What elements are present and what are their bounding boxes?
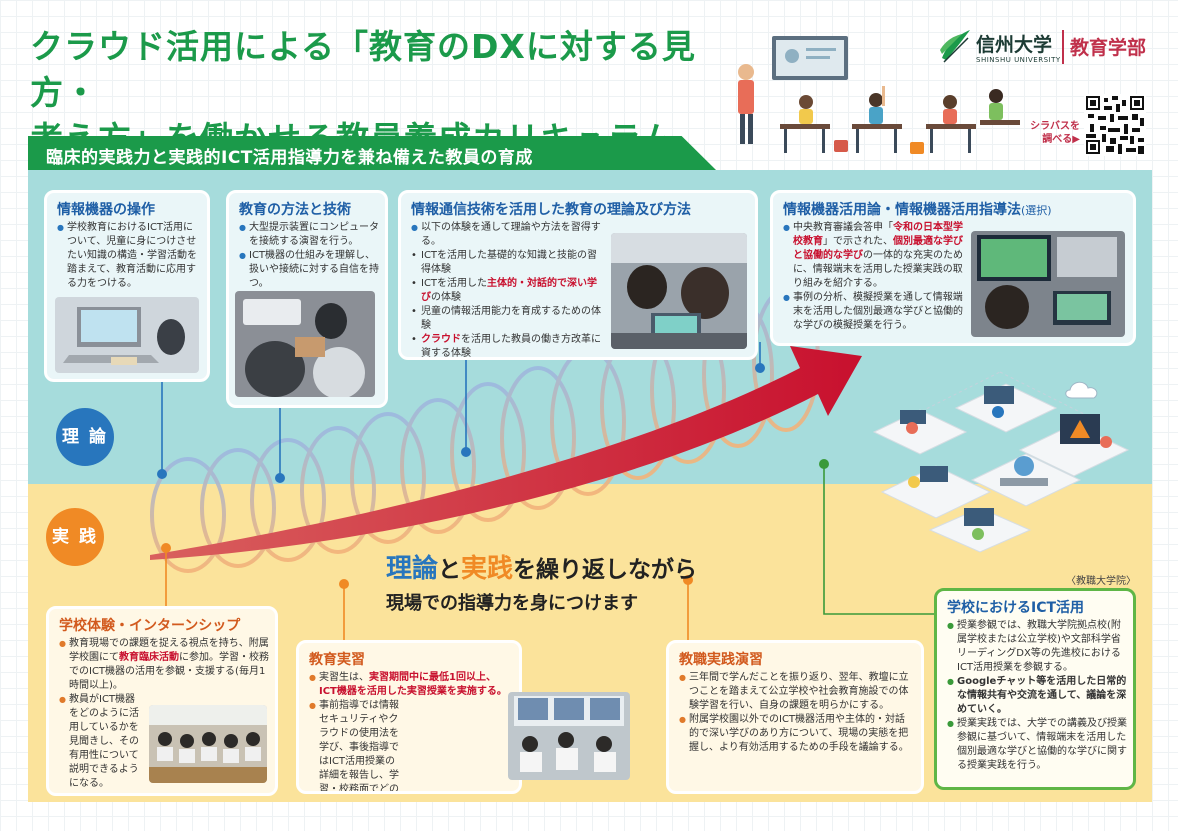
card-title: 情報機器の操作 <box>57 202 155 218</box>
card-item: 児童の情報活用能力を育成するための体験 <box>411 305 605 333</box>
card-item: 附属学校園以外でのICT機器活用や主体的・対話的で深い学びのあり方について、現場… <box>679 713 915 755</box>
item-text: 教育現場での課題を捉える視点を持ち、附属学校園にて <box>69 638 269 663</box>
item-highlight: 実習期間中に最低1回以上、ICT機器を活用した実習授業を実施する。 <box>319 672 507 697</box>
teaching-practice-photo <box>508 692 630 780</box>
school-visit-photo <box>149 705 267 783</box>
theory-card-ict-instruction: 情報機器活用論・情報機器活用指導法(選択) 中央教育審議会答申「令和の日本型学校… <box>770 190 1136 346</box>
university-logo: 信州大学 SHINSHU UNIVERSITY 教育学部 <box>938 26 1158 70</box>
card-item: ICTを活用した基礎的な知識と技能の習得体験 <box>411 249 605 277</box>
item-text: を活用した教員の働き方改革に資する体験 <box>421 334 601 359</box>
card-item: 大型提示装置にコンピュータを接続する演習を行う。 <box>239 221 379 249</box>
card-item: 授業参観では、教職大学院拠点校(附属学校または公立学校)や文部科学省リーディング… <box>947 619 1127 675</box>
faculty-name: 教育学部 <box>1070 37 1147 59</box>
message-theory: 理論 <box>386 554 439 584</box>
item-text: 」で示された、 <box>823 236 893 247</box>
item-highlight: クラウド <box>421 334 461 345</box>
key-message-line-1: 理論と実践を繰り返しながら <box>386 548 746 585</box>
key-message-line-2: 現場での指導力を身につけます <box>386 593 638 614</box>
subtitle-banner: 臨床的実践力と実践的ICT活用指導力を兼ね備えた教員の育成 <box>28 136 716 170</box>
card-item: 中央教育審議会答申「令和の日本型学校教育」で示された、個別最適な学びと協働的な学… <box>783 221 965 291</box>
card-intro: 以下の体験を通して理論や方法を習得する。 <box>411 221 605 249</box>
syllabus-line-2: 調べる▶ <box>1042 134 1080 145</box>
card-item: 三年間で学んだことを振り返り、翌年、教壇に立つことを踏まえて公立学校や社会教育施… <box>679 671 915 713</box>
item-highlight: 主体的・対話的で深い学び <box>421 278 598 303</box>
item-highlight: 個別最適な学びと協働的な学び <box>793 236 963 261</box>
card-title: 情報機器活用論・情報機器活用指導法(選択) <box>783 199 1133 219</box>
logo-divider <box>1062 30 1064 64</box>
card-title: 学校体験・インターンシップ <box>59 618 241 634</box>
card-item: クラウドを活用した教員の働き方改革に資する体験 <box>411 333 605 359</box>
card-title: 教職実践演習 <box>679 652 763 668</box>
students-photo <box>611 233 747 349</box>
practice-card-seminar: 教職実践演習 三年間で学んだことを振り返り、翌年、教壇に立つことを踏まえて公立学… <box>666 640 924 794</box>
card-title-sub: (選択) <box>1021 204 1052 217</box>
title-line-1: クラウド活用による「教育のDXに対する見方・ <box>30 27 696 112</box>
projector-photo <box>235 291 375 397</box>
theory-label: 理 論 <box>56 408 114 466</box>
item-text: ICTを活用した <box>421 278 488 289</box>
message-practice: 実践 <box>461 554 514 584</box>
practice-card-teaching-practice: 教育実習 実習生は、実習期間中に最低1回以上、ICT機器を活用した実習授業を実施… <box>296 640 522 794</box>
card-item: ICT機器の仕組みを理解し、扱いや接続に対する自信を持つ。 <box>239 249 379 291</box>
card-title: 学校におけるICT活用 <box>947 600 1085 616</box>
card-item: 教育現場での課題を捉える視点を持ち、附属学校園にて教育臨床活動に参加。学習・校務… <box>59 637 269 693</box>
item-text: に参加。学習・校務でのICT機器の活用を参観・支援する(毎月1時間以上)。 <box>69 652 269 691</box>
message-and: と <box>438 557 462 583</box>
card-item: ICTを活用した主体的・対話的で深い学びの体験 <box>411 277 605 305</box>
item-text: 実習生は、 <box>319 672 369 683</box>
card-item: 学校教育におけるICT活用について、児童に身につけさせたい知識の構造・学習活動を… <box>57 221 201 291</box>
item-text: の体験 <box>431 292 461 303</box>
card-item: 事前指導では情報セキュリティやクラウドの使用法を学び、事後指導ではICT活用授業… <box>309 699 405 791</box>
card-item: 教員がICT機器をどのように活用しているかを見聞きし、その有用性について説明でき… <box>59 693 141 791</box>
theory-card-teaching-methods: 教育の方法と技術 大型提示装置にコンピュータを接続する演習を行う。 ICT機器の… <box>226 190 388 408</box>
card-item: 事例の分析、模擬授業を通して情報端末を活用した個別最適な学びと協働的な学びの模擬… <box>783 291 965 333</box>
graduate-school-note: 〈教職大学院〉 <box>1066 576 1136 587</box>
card-title: 教育実習 <box>309 652 365 668</box>
syllabus-line-1: シラバスを <box>1030 121 1080 132</box>
message-rest: を繰り返しながら <box>513 557 698 583</box>
subtitle-text: 臨床的実践力と実践的ICT活用指導力を兼ね備えた教員の育成 <box>46 148 533 168</box>
card-item: Googleチャット等を活用した日常的な情報共有や交流を通して、議論を深めていく… <box>947 675 1127 717</box>
item-highlight: 令和の日本型学校教育 <box>793 222 963 247</box>
card-title-main: 情報機器活用論・情報機器活用指導法 <box>783 202 1021 218</box>
practice-card-school-ict: 学校におけるICT活用 授業参観では、教職大学院拠点校(附属学校または公立学校)… <box>934 588 1136 790</box>
card-item: 授業実践では、大学での講義及び授業参観に基づいて、情報端末を活用した個別最適な学… <box>947 717 1127 773</box>
card-title: 情報通信技術を活用した教育の理論及び方法 <box>411 202 691 218</box>
item-text: の一体的な充実のために、情報端末を活用した授業実践の取り組みを紹介する。 <box>793 250 963 289</box>
syllabus-qr-code[interactable] <box>1084 94 1146 156</box>
card-title: 教育の方法と技術 <box>239 202 351 218</box>
university-name: 信州大学 <box>976 34 1053 56</box>
leaf-logo-icon <box>940 30 970 63</box>
theory-card-device-operation: 情報機器の操作 学校教育におけるICT活用について、児童に身につけさせたい知識の… <box>44 190 210 382</box>
laptop-photo <box>55 297 199 373</box>
key-message: 理論と実践を繰り返しながら 現場での指導力を身につけます <box>386 548 746 615</box>
university-name-en: SHINSHU UNIVERSITY <box>976 56 1061 64</box>
card-item: 実習生は、実習期間中に最低1回以上、ICT機器を活用した実習授業を実施する。 <box>309 671 513 699</box>
item-text: 中央教育審議会答申「 <box>793 222 893 233</box>
classroom-illustration <box>738 36 1020 154</box>
syllabus-link[interactable]: シラバスを 調べる▶ <box>1022 120 1080 146</box>
classroom-screen-photo <box>971 231 1125 337</box>
practice-card-internship: 学校体験・インターンシップ 教育現場での課題を捉える視点を持ち、附属学校園にて教… <box>46 606 278 796</box>
ict-classroom-illustration <box>872 371 1130 553</box>
item-highlight: 教育臨床活動 <box>119 652 179 663</box>
theory-card-ict-theory: 情報通信技術を活用した教育の理論及び方法 以下の体験を通して理論や方法を習得する… <box>398 190 758 360</box>
practice-label: 実 践 <box>46 508 104 566</box>
